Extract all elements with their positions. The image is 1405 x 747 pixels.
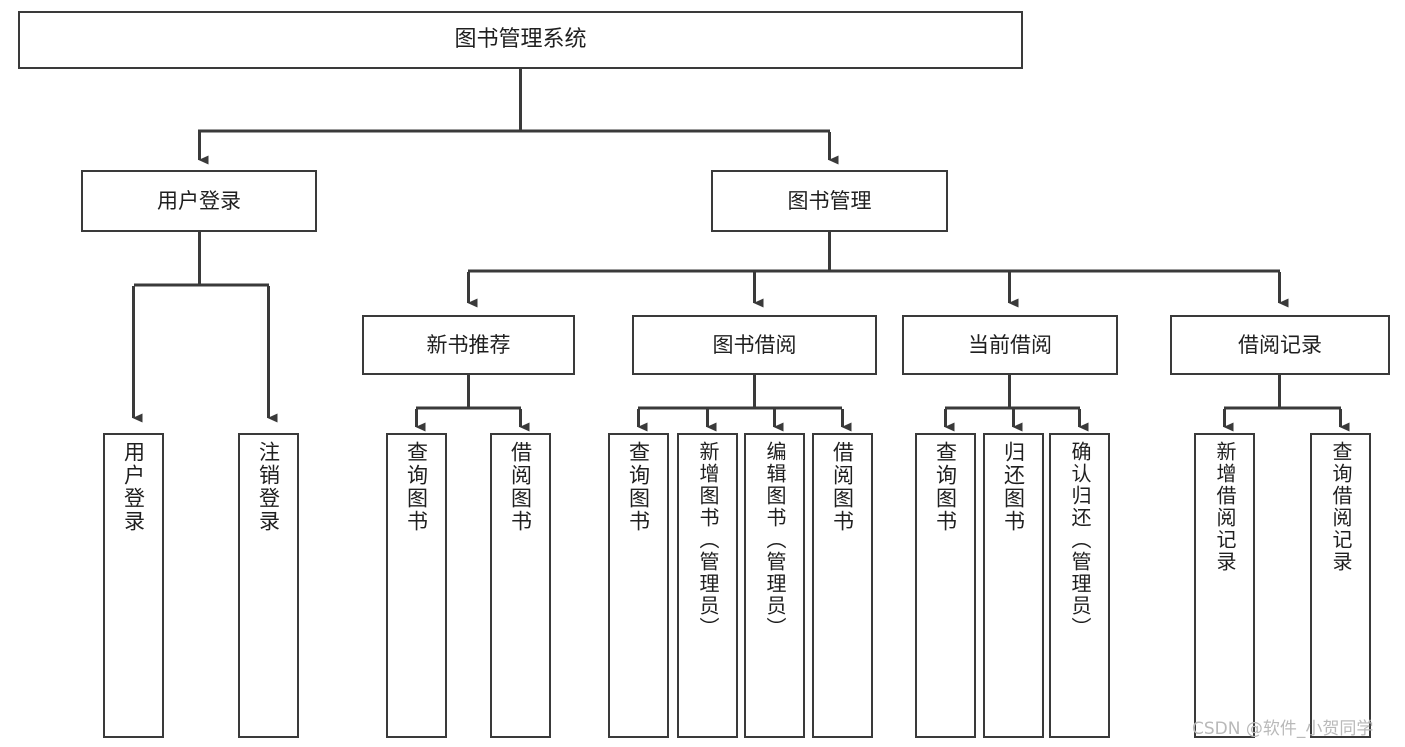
leaf-add-borrow-record[interactable]: 新增借阅记录: [1194, 433, 1255, 738]
leaf-return-book[interactable]: 归还图书: [983, 433, 1044, 738]
node-root-system[interactable]: 图书管理系统: [18, 11, 1023, 69]
leaf-confirm-return-admin[interactable]: 确认归还（管理员）: [1049, 433, 1110, 738]
node-book-borrow[interactable]: 图书借阅: [632, 315, 877, 375]
node-label: 用户登录: [157, 188, 241, 213]
node-label: 借阅图书: [830, 441, 855, 533]
node-label: 借阅记录: [1238, 332, 1322, 357]
leaf-edit-book-admin[interactable]: 编辑图书（管理员）: [744, 433, 805, 738]
leaf-query-borrow-record[interactable]: 查询借阅记录: [1310, 433, 1371, 738]
node-label: 图书管理: [787, 188, 872, 213]
node-label: 注销登录: [256, 441, 281, 533]
node-label: 用户登录: [121, 441, 146, 533]
node-label: 图书借阅: [712, 332, 797, 357]
node-label: 查询图书: [626, 441, 651, 533]
node-borrow-record[interactable]: 借阅记录: [1170, 315, 1390, 375]
csdn-watermark: CSDN @软件_小贺同学: [1192, 719, 1374, 739]
node-current-borrow[interactable]: 当前借阅: [902, 315, 1118, 375]
node-label: 查询图书: [933, 441, 958, 533]
node-label: 当前借阅: [968, 332, 1052, 357]
leaf-add-book-admin[interactable]: 新增图书（管理员）: [677, 433, 738, 738]
node-label: 归还图书: [1001, 441, 1026, 533]
node-label: 新增借阅记录: [1213, 441, 1237, 573]
node-label: 借阅图书: [508, 441, 533, 533]
node-label: 图书管理系统: [454, 27, 587, 53]
leaf-borrow-book-recommend[interactable]: 借阅图书: [490, 433, 551, 738]
node-label: 确认归还（管理员）: [1068, 441, 1092, 639]
leaf-user-login[interactable]: 用户登录: [103, 433, 164, 738]
leaf-logout[interactable]: 注销登录: [238, 433, 299, 738]
node-new-book-recommend[interactable]: 新书推荐: [362, 315, 575, 375]
leaf-borrow-book[interactable]: 借阅图书: [812, 433, 873, 738]
node-label: 编辑图书（管理员）: [763, 441, 787, 639]
leaf-query-book-current[interactable]: 查询图书: [915, 433, 976, 738]
leaf-query-book-recommend[interactable]: 查询图书: [386, 433, 447, 738]
node-label: 新增图书（管理员）: [696, 441, 720, 639]
node-book-manage[interactable]: 图书管理: [711, 170, 948, 232]
node-label: 查询图书: [404, 441, 429, 533]
node-user-login[interactable]: 用户登录: [81, 170, 317, 232]
node-label: 新书推荐: [426, 332, 511, 357]
leaf-query-book-borrow[interactable]: 查询图书: [608, 433, 669, 738]
node-label: 查询借阅记录: [1329, 441, 1353, 573]
